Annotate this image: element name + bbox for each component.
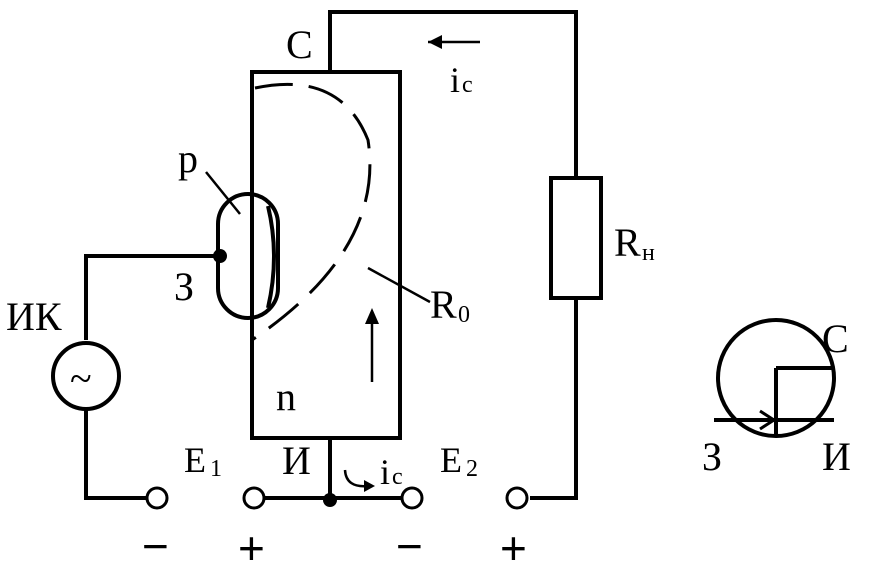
ac-source <box>51 341 121 411</box>
terminal-e2-minus <box>400 486 424 510</box>
terminal-e2-plus <box>505 486 529 510</box>
label-current-top-sub: c <box>462 72 473 98</box>
label-sym-i: И <box>822 434 851 479</box>
symbol-circle <box>716 318 836 438</box>
leader-r0 <box>367 266 431 304</box>
label-plus1: + <box>238 522 265 574</box>
label-e1-sub: 1 <box>210 456 222 482</box>
p-region-inner-line <box>266 205 276 309</box>
label-plus2: + <box>500 522 527 574</box>
wire-collector <box>328 10 578 178</box>
transistor-body <box>250 70 402 440</box>
label-e1: E <box>184 440 206 480</box>
label-r0: R <box>430 282 457 327</box>
label-emitter: И <box>282 438 311 483</box>
terminal-e1-plus <box>242 486 266 510</box>
terminal-e1-minus <box>145 486 169 510</box>
symbol-gate-arrow <box>759 409 775 431</box>
arrow-bottom-current-head <box>364 480 375 492</box>
wire-gate <box>84 254 220 340</box>
label-gate: З <box>174 264 194 309</box>
label-tilde: ~ <box>70 356 92 401</box>
label-e2-sub: 2 <box>466 456 478 482</box>
label-r0-sub: 0 <box>458 302 470 328</box>
label-sym-z: З <box>702 434 722 479</box>
emitter-node <box>323 493 337 507</box>
label-sym-c: С <box>822 316 849 361</box>
label-e2: E <box>440 440 462 480</box>
wire-source-bottom <box>84 410 148 500</box>
label-minus1: − <box>142 520 169 572</box>
label-rload-sub: н <box>642 240 655 266</box>
label-collector: С <box>286 22 313 67</box>
label-rload: R <box>614 220 641 265</box>
depletion-boundary <box>251 82 372 342</box>
label-minus2: − <box>396 520 423 572</box>
label-current-bottom: i <box>380 452 390 492</box>
label-ik: ИК <box>6 294 62 339</box>
leader-p <box>205 171 241 215</box>
label-p: p <box>178 136 198 181</box>
label-current-bottom-sub: c <box>392 464 403 490</box>
load-resistor <box>549 176 603 300</box>
label-n: n <box>276 374 296 419</box>
label-current-top: i <box>450 60 460 100</box>
arrow-current-top-head <box>428 35 442 49</box>
arrow-inner-head <box>365 308 379 324</box>
wire-load-bottom <box>530 298 578 500</box>
